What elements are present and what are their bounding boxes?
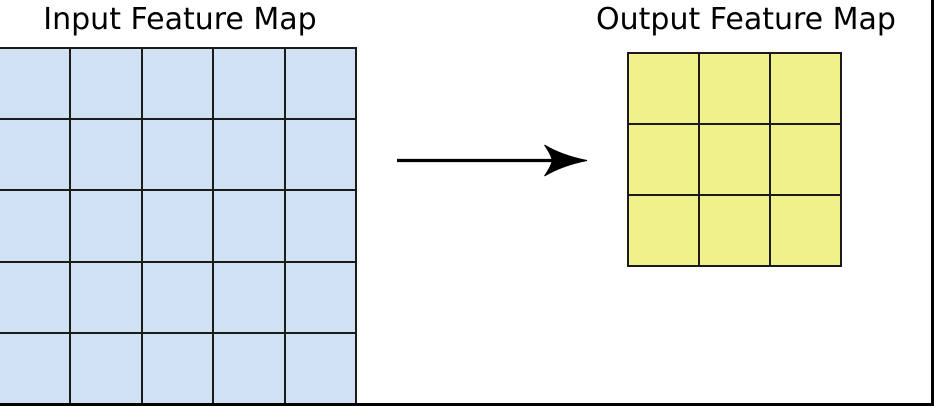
input-feature-map-cell bbox=[142, 49, 213, 119]
input-feature-map-cell bbox=[214, 262, 284, 332]
input-feature-map-grid bbox=[0, 47, 357, 405]
input-feature-map-cell bbox=[71, 49, 141, 119]
input-feature-map-cell bbox=[214, 191, 284, 261]
input-feature-map-cell bbox=[0, 49, 70, 119]
output-feature-map-cell bbox=[771, 125, 840, 194]
output-feature-map-grid bbox=[627, 52, 842, 267]
input-feature-map-cell bbox=[71, 262, 141, 332]
input-feature-map-cell bbox=[285, 333, 355, 403]
input-feature-map-title: Input Feature Map bbox=[43, 2, 317, 37]
output-feature-map-cell bbox=[700, 196, 769, 265]
input-feature-map-cell bbox=[0, 120, 70, 190]
output-feature-map-cell bbox=[700, 54, 769, 123]
input-feature-map-cell bbox=[142, 120, 213, 190]
input-feature-map-cell bbox=[285, 262, 355, 332]
input-feature-map-cell bbox=[285, 49, 355, 119]
input-feature-map-cell bbox=[71, 191, 141, 261]
input-feature-map-cell bbox=[71, 120, 141, 190]
input-feature-map-cell bbox=[0, 333, 70, 403]
input-feature-map-cell bbox=[142, 262, 213, 332]
output-feature-map-cell bbox=[629, 196, 698, 265]
input-feature-map-cell bbox=[214, 49, 284, 119]
output-feature-map-cell bbox=[771, 54, 840, 123]
output-feature-map-cell bbox=[629, 125, 698, 194]
input-feature-map-cell bbox=[285, 120, 355, 190]
input-feature-map-cell bbox=[142, 333, 213, 403]
input-feature-map-cell bbox=[285, 191, 355, 261]
figure-frame-right-border bbox=[931, 0, 934, 406]
input-feature-map-cell bbox=[142, 191, 213, 261]
input-feature-map-cell bbox=[0, 262, 70, 332]
output-feature-map-cell bbox=[700, 125, 769, 194]
input-feature-map-cell bbox=[214, 120, 284, 190]
output-feature-map-cell bbox=[629, 54, 698, 123]
input-feature-map-cell bbox=[214, 333, 284, 403]
input-feature-map-cell bbox=[71, 333, 141, 403]
figure-frame-bottom-border bbox=[0, 403, 934, 406]
input-feature-map-cell bbox=[0, 191, 70, 261]
right-arrow-icon bbox=[397, 144, 588, 177]
output-feature-map-title: Output Feature Map bbox=[596, 2, 896, 37]
output-feature-map-cell bbox=[771, 196, 840, 265]
